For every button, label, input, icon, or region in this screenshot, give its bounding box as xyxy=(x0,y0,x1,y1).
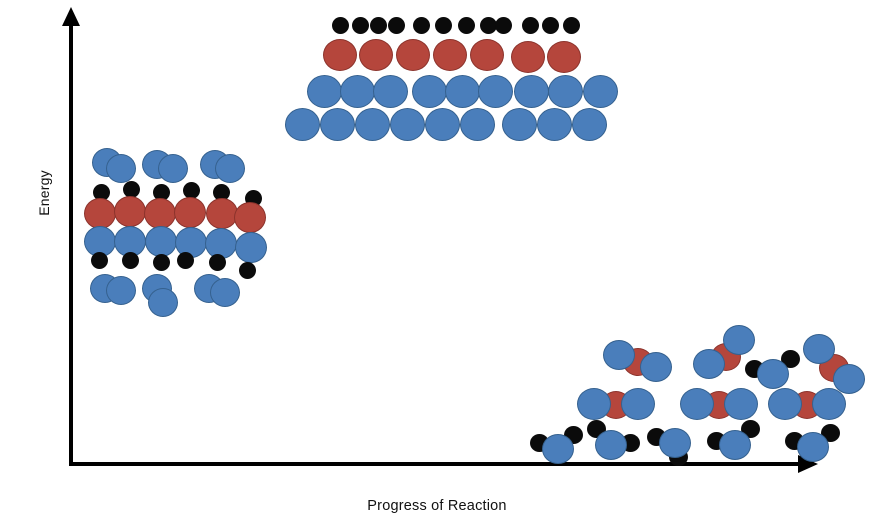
atom-black xyxy=(183,182,200,199)
atom-black xyxy=(209,254,226,271)
atom-black xyxy=(213,184,230,201)
atom-black xyxy=(480,17,497,34)
atom-black xyxy=(239,262,256,279)
atom-blue xyxy=(106,276,136,305)
molecule-blue-red-blue xyxy=(680,388,760,424)
atom-blue xyxy=(812,388,846,420)
atom-blue xyxy=(340,75,375,108)
atom-blue xyxy=(373,75,408,108)
atom-blue xyxy=(724,388,758,420)
atom-black xyxy=(413,17,430,34)
molecule-blue-red-blue xyxy=(603,338,673,382)
atom-blue xyxy=(583,75,618,108)
atom-black xyxy=(458,17,475,34)
atom-blue xyxy=(460,108,495,141)
molecule-blue-red-blue xyxy=(693,325,759,380)
atom-black xyxy=(781,350,800,368)
atom-black xyxy=(122,252,139,269)
atom-black xyxy=(522,17,539,34)
atom-blue xyxy=(106,154,136,183)
atom-red xyxy=(174,197,206,228)
atom-blue xyxy=(693,349,725,379)
atom-blue xyxy=(719,430,751,460)
atom-blue xyxy=(148,288,178,317)
atom-blue xyxy=(355,108,390,141)
atom-blue xyxy=(445,75,480,108)
atom-blue xyxy=(542,434,574,464)
atom-red xyxy=(114,196,146,227)
atom-black xyxy=(91,252,108,269)
atom-blue xyxy=(514,75,549,108)
atom-blue xyxy=(577,388,611,420)
molecule-blue-red-blue xyxy=(803,332,871,394)
atom-blue xyxy=(390,108,425,141)
molecule-black-blue-black xyxy=(745,350,803,390)
molecule-blue-red-blue xyxy=(768,388,848,424)
atom-black xyxy=(123,181,140,198)
atom-blue xyxy=(478,75,513,108)
atom-red xyxy=(144,198,176,229)
molecule-black-blue-black xyxy=(707,420,765,460)
atom-blue xyxy=(412,75,447,108)
atom-red xyxy=(433,39,467,71)
atom-black xyxy=(495,17,512,34)
atom-black xyxy=(563,17,580,34)
atom-blue xyxy=(797,432,829,462)
atom-black xyxy=(388,17,405,34)
y-axis-label: Energy xyxy=(36,170,52,216)
atom-red xyxy=(396,39,430,71)
atom-blue xyxy=(680,388,714,420)
atom-black xyxy=(435,17,452,34)
atom-black xyxy=(93,184,110,201)
atom-blue xyxy=(235,232,267,263)
atom-blue xyxy=(537,108,572,141)
molecule-black-blue-black xyxy=(647,424,705,466)
atom-red xyxy=(511,41,545,73)
atom-black xyxy=(542,17,559,34)
atom-blue xyxy=(621,388,655,420)
atom-blue xyxy=(210,278,240,307)
molecule-black-blue-black xyxy=(585,420,643,460)
molecule-black-blue-black xyxy=(530,424,588,464)
atom-blue xyxy=(320,108,355,141)
atom-blue xyxy=(768,388,802,420)
y-axis-arrowhead xyxy=(62,7,80,26)
atom-red xyxy=(84,198,116,229)
atom-blue xyxy=(145,226,177,257)
atom-black xyxy=(332,17,349,34)
atom-blue xyxy=(572,108,607,141)
molecule-blue-red-blue xyxy=(577,388,657,424)
atom-blue xyxy=(659,428,691,458)
atom-blue xyxy=(307,75,342,108)
transition-state-cluster xyxy=(280,12,625,142)
atom-blue xyxy=(833,364,865,394)
products-cluster xyxy=(525,320,865,468)
atom-blue xyxy=(502,108,537,141)
atom-red xyxy=(323,39,357,71)
atom-blue xyxy=(757,359,789,389)
atom-blue xyxy=(640,352,672,382)
atom-red xyxy=(359,39,393,71)
reactants-cluster xyxy=(84,140,279,317)
atom-black xyxy=(153,184,170,201)
atom-blue xyxy=(285,108,320,141)
atom-blue xyxy=(548,75,583,108)
atom-blue xyxy=(595,430,627,460)
x-axis-label: Progress of Reaction xyxy=(367,498,507,514)
atom-red xyxy=(206,198,238,229)
atom-black xyxy=(153,254,170,271)
atom-blue xyxy=(215,154,245,183)
atom-blue xyxy=(425,108,460,141)
atom-black xyxy=(177,252,194,269)
atom-blue xyxy=(723,325,755,355)
atom-red xyxy=(234,202,266,233)
atom-black xyxy=(352,17,369,34)
molecule-black-blue-black xyxy=(785,422,843,462)
atom-red xyxy=(470,39,504,71)
atom-blue xyxy=(158,154,188,183)
atom-blue xyxy=(603,340,635,370)
atom-black xyxy=(370,17,387,34)
atom-blue xyxy=(803,334,835,364)
atom-red xyxy=(547,41,581,73)
